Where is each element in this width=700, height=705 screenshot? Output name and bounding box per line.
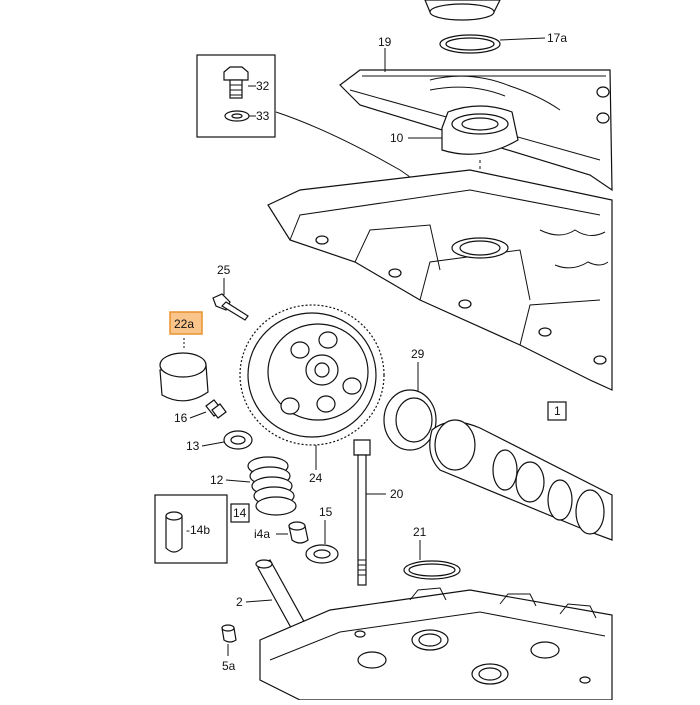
label-14b: -14b — [186, 523, 210, 537]
label-16: 16 — [174, 411, 188, 425]
oil-filler-cap — [424, 0, 501, 21]
label-5a: 5a — [222, 659, 236, 673]
label-22a: 22a — [174, 317, 194, 331]
label-14: 14 — [233, 506, 247, 520]
valve-spring-12 — [247, 456, 297, 516]
long-bolt-20 — [353, 439, 371, 586]
valve-stem-seal-14b — [165, 511, 183, 553]
hydraulic-tappet-22a — [159, 352, 209, 402]
o-ring-21 — [403, 560, 461, 580]
camshaft-housing — [267, 169, 613, 391]
bolt-32 — [223, 66, 249, 99]
seal-ring-17a — [439, 34, 501, 54]
label-2: 2 — [236, 595, 243, 609]
label-14a: i4a — [254, 527, 270, 541]
valve-stem-seal-box: -14b — [154, 494, 228, 564]
assembly-label-14: 14 — [230, 503, 250, 523]
spring-retainer-13 — [223, 430, 253, 450]
valve-keeper-16 — [205, 399, 227, 419]
label-17a: 17a — [547, 31, 567, 45]
bolt-25 — [212, 293, 249, 321]
label-1: 1 — [554, 404, 561, 418]
oil-seal-29 — [383, 389, 437, 451]
label-25: 25 — [217, 263, 231, 277]
label-12: 12 — [210, 473, 224, 487]
label-10: 10 — [390, 131, 404, 145]
highlight-22a: 22a — [169, 311, 203, 335]
label-21: 21 — [413, 525, 427, 539]
assembly-label-1: 1 — [547, 401, 567, 421]
spring-seat-15 — [305, 544, 339, 564]
label-32: 32 — [256, 79, 270, 93]
cam-gear-24 — [239, 304, 385, 446]
camshaft — [429, 419, 613, 541]
label-13: 13 — [186, 439, 200, 453]
plug-5a — [221, 624, 237, 643]
label-24: 24 — [309, 471, 323, 485]
label-29: 29 — [411, 347, 425, 361]
bolt-washer-box — [196, 54, 276, 138]
label-15: 15 — [319, 505, 333, 519]
filler-neck-10 — [441, 105, 519, 155]
cylinder-head — [259, 587, 613, 701]
label-33: 33 — [256, 109, 270, 123]
highlight-box — [169, 311, 203, 335]
label-20: 20 — [390, 487, 404, 501]
label-19: 19 — [378, 35, 392, 49]
valve-seal-14a — [288, 521, 309, 544]
washer-33 — [224, 110, 250, 122]
